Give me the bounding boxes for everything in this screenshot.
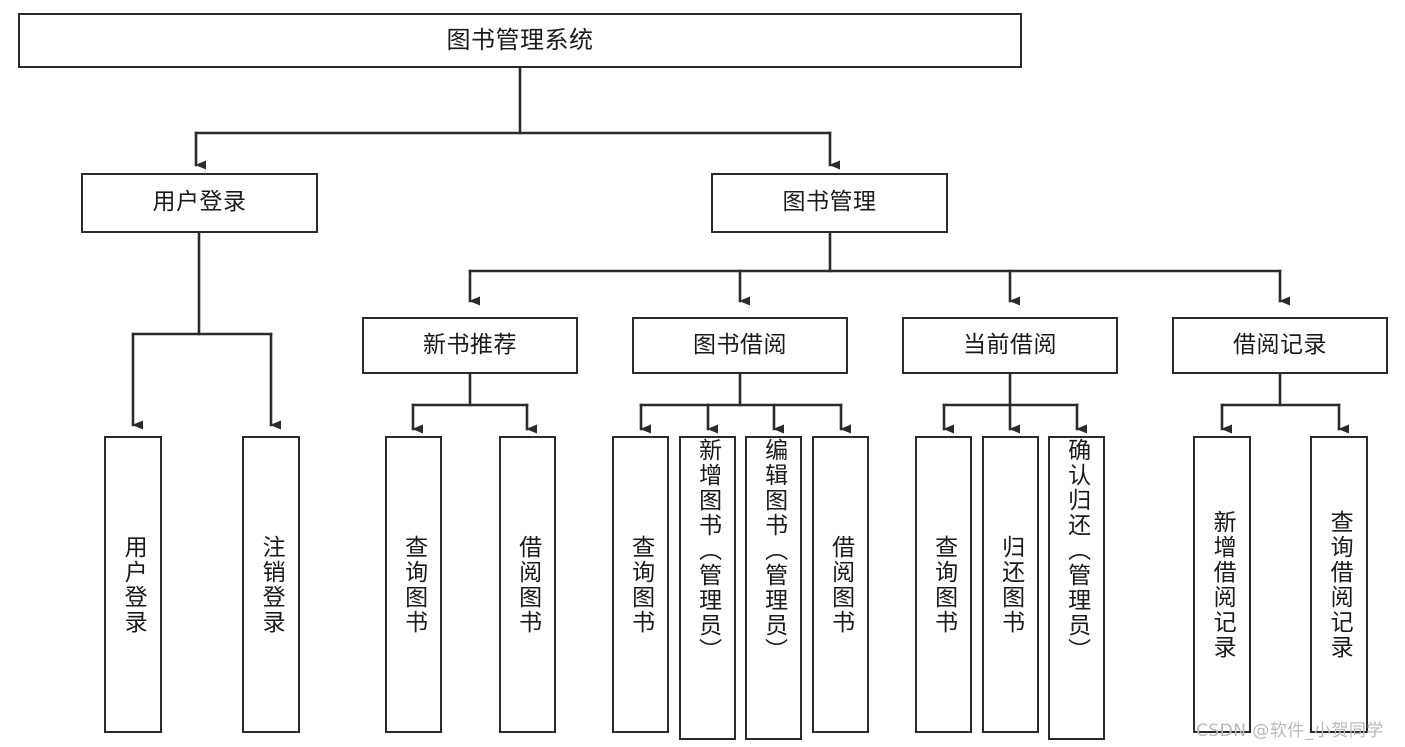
csdn-watermark: CSDN @软件_小贺同学: [1196, 721, 1384, 741]
node-label: 用户登录: [152, 189, 247, 216]
node-book-borrow[interactable]: 图书借阅: [632, 317, 848, 374]
node-leaf-user-login[interactable]: 用户登录: [104, 436, 162, 733]
node-label: 图书管理: [782, 189, 877, 216]
node-label: 借阅图书: [827, 534, 854, 635]
node-leaf-borrow-book-1[interactable]: 借阅图书: [499, 436, 556, 733]
node-leaf-logout-login[interactable]: 注销登录: [242, 436, 300, 733]
node-leaf-add-record[interactable]: 新增借阅记录: [1193, 436, 1251, 733]
node-leaf-query-book-1[interactable]: 查询图书: [385, 436, 442, 733]
node-leaf-query-record[interactable]: 查询借阅记录: [1310, 436, 1368, 733]
node-new-book-recommend[interactable]: 新书推荐: [362, 317, 578, 374]
node-label: 查询图书: [930, 534, 957, 635]
node-leaf-return-book[interactable]: 归还图书: [982, 436, 1039, 733]
node-current-borrow[interactable]: 当前借阅: [902, 317, 1118, 374]
node-label: 图书借阅: [693, 331, 787, 358]
node-label: 注销登录: [258, 534, 285, 635]
node-leaf-borrow-book-2[interactable]: 借阅图书: [812, 436, 869, 733]
node-root-system[interactable]: 图书管理系统: [18, 13, 1022, 68]
node-label: 查询图书: [400, 534, 427, 635]
node-label: 借阅记录: [1233, 331, 1327, 358]
node-leaf-confirm-return[interactable]: 确认归还（管理员）: [1048, 436, 1105, 740]
node-borrow-record[interactable]: 借阅记录: [1172, 317, 1388, 374]
node-book-manage[interactable]: 图书管理: [711, 173, 948, 233]
node-leaf-add-book[interactable]: 新增图书（管理员）: [679, 436, 736, 740]
node-label: 编辑图书（管理员）: [760, 438, 787, 663]
node-label: 新增借阅记录: [1209, 509, 1236, 660]
node-label: 查询图书: [627, 534, 654, 635]
node-label: 查询借阅记录: [1326, 509, 1353, 660]
node-label: 新书推荐: [423, 331, 517, 358]
node-label: 当前借阅: [963, 331, 1057, 358]
node-label: 用户登录: [120, 534, 147, 635]
node-label: 确认归还（管理员）: [1063, 438, 1090, 663]
node-label: 图书管理系统: [446, 26, 594, 55]
node-user-login[interactable]: 用户登录: [81, 173, 318, 233]
node-label: 归还图书: [997, 534, 1024, 635]
node-label: 新增图书（管理员）: [694, 438, 721, 663]
node-label: 借阅图书: [514, 534, 541, 635]
node-leaf-edit-book[interactable]: 编辑图书（管理员）: [745, 436, 802, 740]
node-leaf-query-book-3[interactable]: 查询图书: [915, 436, 972, 733]
node-leaf-query-book-2[interactable]: 查询图书: [612, 436, 669, 733]
